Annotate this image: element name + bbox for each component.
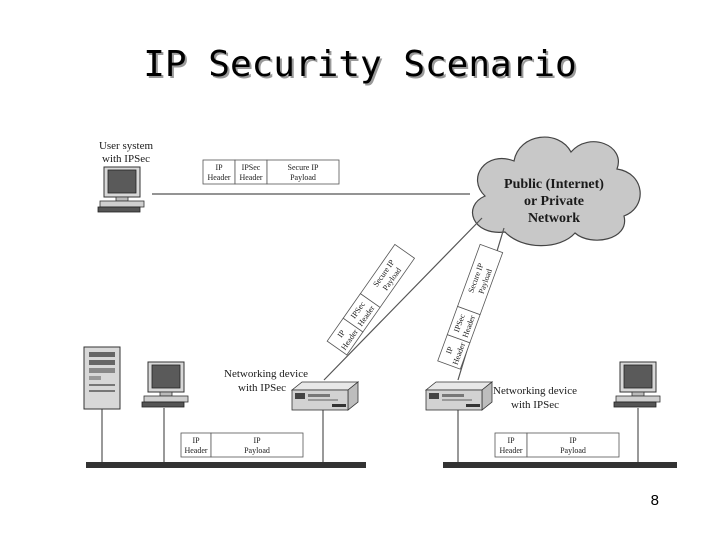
user-system-label-line1: User system: [99, 140, 154, 152]
right-device-packet: IP Header IPSec Header Secure IP Payload: [437, 243, 504, 370]
slide-title: IP Security Scenario: [143, 44, 577, 85]
page-number: 8: [650, 492, 659, 509]
packet-field-bottom: Header: [207, 173, 230, 182]
right-lan-packet: IP Header IP Payload: [494, 432, 620, 458]
cloud-network: Public (Internet) or Private Network: [472, 136, 641, 247]
user-packet: IP Header IPSec Header Secure IP Payload: [202, 159, 340, 185]
left-computer-icon: [141, 361, 189, 408]
packet-field-top: IP: [444, 345, 455, 355]
packet-field-top: IP: [507, 436, 515, 445]
right-computer-icon: [613, 361, 661, 408]
cloud-label-line1: Public (Internet): [504, 177, 604, 192]
packet-field-top: Secure IP: [288, 163, 319, 172]
packet-field-bottom: Payload: [290, 173, 316, 182]
user-system: User system with IPSec: [97, 140, 154, 213]
packet-field-top: IPSec: [242, 163, 261, 172]
right-device-label-line2: with IPSec: [511, 399, 559, 411]
packet-field-top: IP: [215, 163, 223, 172]
server-tower-icon: [83, 346, 121, 410]
left-device-label-line1: Networking device: [224, 368, 308, 380]
right-router-icon: [425, 381, 493, 411]
packet-field-top: IP: [336, 328, 348, 339]
left-device-packet: IP Header IPSec Header Secure IP Payload: [326, 243, 416, 356]
packet-field-bottom: Header: [499, 446, 522, 455]
left-device-link: [323, 217, 483, 381]
left-device-label-line2: with IPSec: [238, 382, 286, 394]
packet-field-bottom: Payload: [244, 446, 270, 455]
packet-field-bottom: Payload: [560, 446, 586, 455]
packet-field-top: IP: [192, 436, 200, 445]
right-lan: Networking device with IPSec IP Header I…: [425, 361, 677, 468]
cloud-label-line2: or Private: [524, 194, 584, 209]
user-system-label-line2: with IPSec: [102, 153, 150, 165]
packet-field-top: IP: [569, 436, 577, 445]
user-computer-icon: [97, 166, 145, 213]
left-lan-packet: IP Header IP Payload: [180, 432, 304, 458]
right-device-label-line1: Networking device: [493, 385, 577, 397]
left-lan: Networking device with IPSec IP Header I…: [83, 346, 366, 468]
packet-field-bottom: Header: [184, 446, 207, 455]
cloud-label-line3: Network: [528, 211, 580, 226]
packet-field-bottom: Header: [239, 173, 262, 182]
packet-field-top: IP: [253, 436, 261, 445]
left-router-icon: [291, 381, 359, 411]
